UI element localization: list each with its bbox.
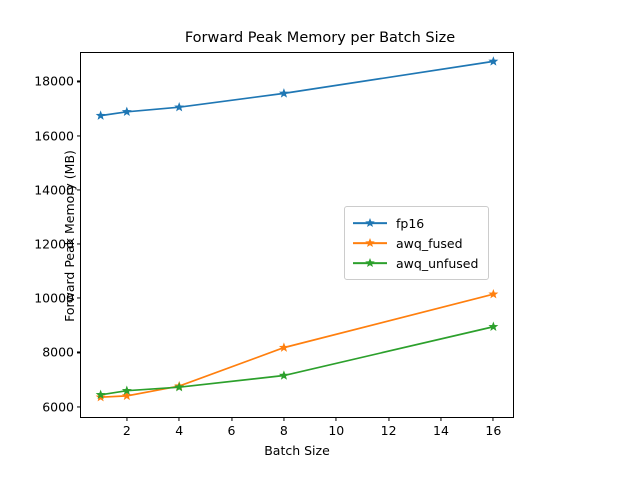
y-tick-mark — [77, 189, 81, 191]
data-point-marker — [174, 381, 185, 392]
data-point-marker — [121, 385, 132, 395]
x-tick-mark — [388, 417, 390, 421]
legend-swatch-awq_fused — [353, 236, 387, 250]
data-point-marker — [278, 88, 289, 98]
legend: fp16 awq_fused awq_unfused — [344, 206, 490, 280]
x-axis-label: Batch Size — [264, 443, 330, 458]
x-tick-mark — [492, 417, 494, 421]
x-tick-mark — [230, 417, 233, 421]
star-icon — [365, 258, 375, 268]
legend-swatch-awq_unfused — [353, 256, 387, 270]
data-point-marker — [174, 102, 185, 112]
series-svg — [95, 56, 499, 402]
data-point-marker — [95, 110, 106, 120]
y-tick-mark — [77, 243, 81, 245]
data-point-marker — [488, 56, 499, 66]
x-tick-label: 10 — [328, 423, 345, 438]
y-tick-label: 8000 — [42, 344, 74, 360]
x-tick-mark — [178, 417, 180, 421]
star-icon — [365, 218, 375, 228]
legend-label: awq_unfused — [396, 255, 479, 271]
y-tick-label: 18000 — [34, 73, 74, 89]
data-point-marker — [488, 289, 499, 299]
series-line — [100, 325, 494, 396]
legend-item-awq_fused[interactable]: awq_fused — [353, 233, 478, 253]
data-point-marker — [278, 342, 289, 352]
y-tick-mark — [77, 80, 81, 82]
x-tick-mark — [283, 417, 285, 421]
x-tick-label: 6 — [227, 423, 236, 438]
series-line — [100, 293, 494, 399]
series-line — [100, 60, 494, 117]
x-tick-mark — [440, 417, 442, 421]
legend-swatch-fp16 — [353, 216, 387, 230]
x-tick-mark — [335, 417, 337, 421]
y-tick-label: 6000 — [42, 399, 74, 415]
legend-item-awq_unfused[interactable]: awq_unfused — [353, 253, 478, 273]
y-tick-label: 12000 — [34, 236, 74, 252]
legend-label: awq_fused — [396, 235, 463, 251]
legend-item-fp16[interactable]: fp16 — [353, 213, 478, 233]
y-tick-mark — [77, 351, 81, 354]
x-tick-label: 4 — [175, 423, 184, 438]
y-tick-mark — [77, 297, 81, 299]
data-point-marker — [278, 370, 289, 380]
data-point-marker — [121, 106, 132, 117]
x-tick-label: 2 — [122, 423, 131, 438]
y-tick-label: 10000 — [34, 290, 74, 306]
star-icon — [365, 238, 375, 248]
chart-title: Forward Peak Memory per Batch Size — [184, 30, 456, 46]
x-tick-label: 12 — [380, 423, 397, 438]
x-tick-mark — [126, 417, 128, 421]
data-point-marker — [488, 321, 499, 331]
y-tick-label: 16000 — [34, 128, 74, 144]
x-tick-label: 16 — [485, 423, 502, 438]
y-tick-mark — [77, 135, 81, 137]
data-point-marker — [121, 390, 132, 401]
y-axis-ticks: 6000 8000 10000 12000 14000 16000 18000 — [34, 53, 513, 417]
y-tick-mark — [77, 406, 81, 408]
data-point-marker — [95, 389, 106, 399]
legend-label: fp16 — [396, 215, 425, 231]
y-tick-label: 14000 — [34, 182, 74, 198]
x-tick-label: 8 — [279, 423, 288, 438]
series-awq_fused — [95, 289, 499, 402]
series-awq_unfused — [95, 321, 499, 399]
plot-lines-container — [81, 53, 513, 417]
x-tick-label: 14 — [433, 423, 449, 438]
series-fp16 — [95, 56, 499, 120]
